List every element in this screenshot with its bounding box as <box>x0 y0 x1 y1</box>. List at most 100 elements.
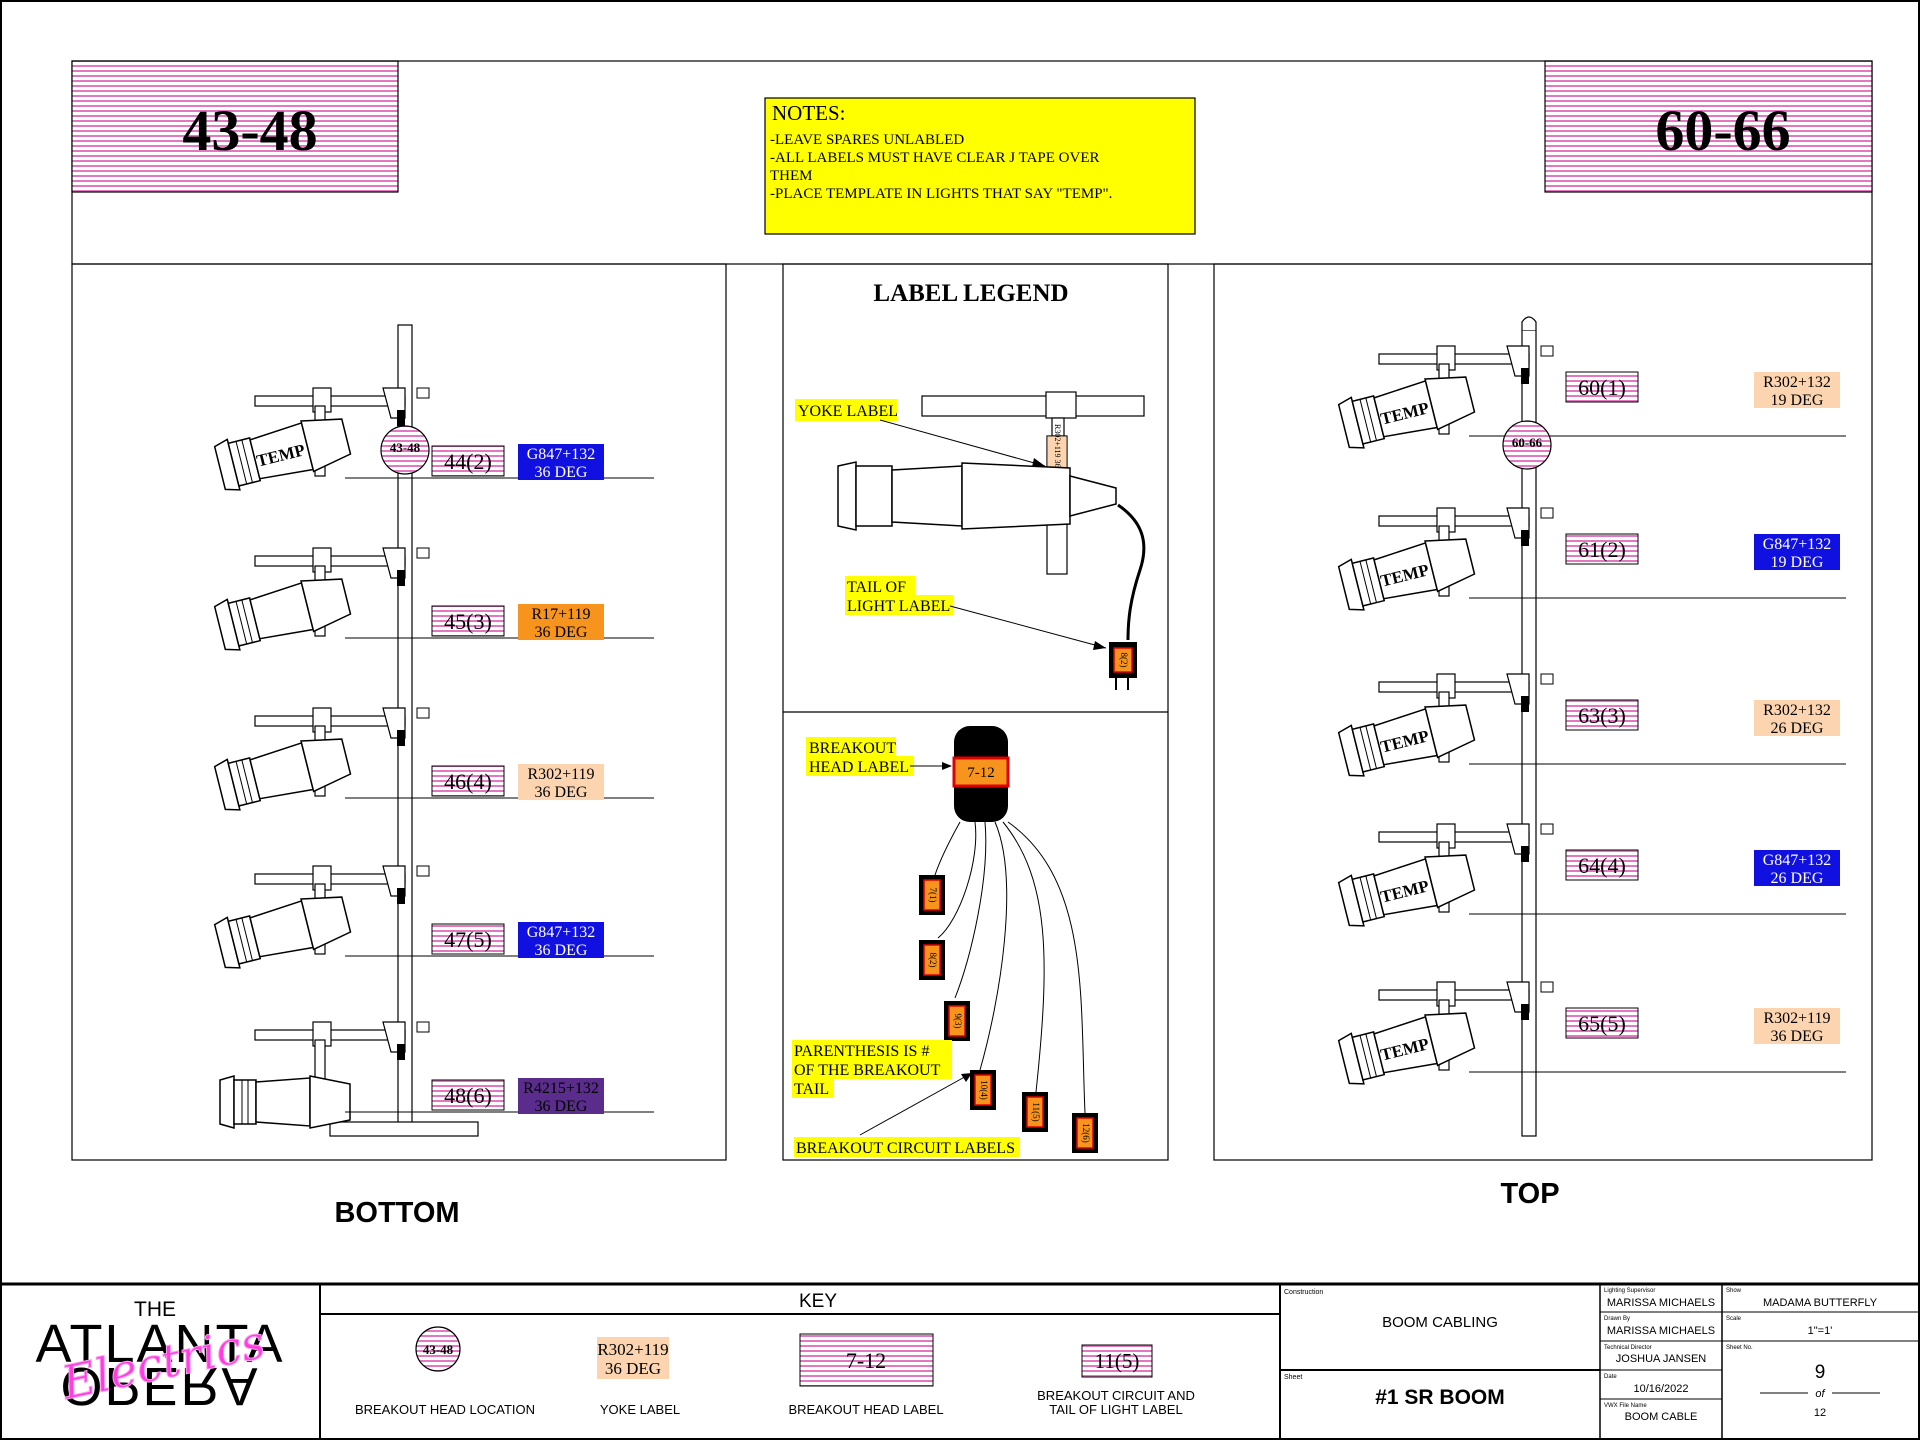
key-yoke-sample-line-2: 36 DEG <box>605 1359 661 1378</box>
key-head-location-sample-text: 43-48 <box>423 1342 454 1357</box>
bottom-fixture-body-3 <box>212 730 354 814</box>
sheet-label: Sheet <box>1284 1374 1302 1381</box>
breakout-tail-label-3: 9(3) <box>953 1014 963 1029</box>
bottom-circuit-box-3 <box>431 765 505 797</box>
bottom-yoke-label-line1-1: G847+132 <box>527 446 596 463</box>
breakout-tail-label-4: 10(4) <box>979 1080 989 1100</box>
bottom-yoke-label-box-4 <box>518 922 604 958</box>
key-circuit-caption-line-1: BREAKOUT CIRCUIT AND <box>1037 1388 1195 1403</box>
logo-atlanta: ATLANTA <box>35 1314 284 1374</box>
bottom-circuit-box-1 <box>431 445 505 477</box>
notes-line-3: THEM <box>770 168 813 184</box>
technical-director-value: JOSHUA JANSEN <box>1616 1353 1707 1365</box>
top-circuit-label-2: 61(2) <box>1578 537 1626 562</box>
bottom-fixture-body-1: TEMP <box>212 410 354 494</box>
key-breakout-head-sample <box>799 1333 934 1387</box>
breakout-head-location-text: 43-48 <box>390 440 421 455</box>
top-circuit-box-1 <box>1565 371 1639 403</box>
label-legend: LABEL LEGEND R302+119 36 DEG 8(2) YOKE L… <box>792 280 1146 1157</box>
breakout-tail-2: 8(2) <box>919 940 945 980</box>
bottom-circuit-label-1: 44(2) <box>444 449 492 474</box>
key-yoke-sample <box>597 1337 669 1379</box>
top-yoke-label-box-2 <box>1754 534 1840 570</box>
top-circuit-box-4 <box>1565 849 1639 881</box>
top-circuit-label-4: 64(4) <box>1578 853 1626 878</box>
breakout-tail-3: 9(3) <box>944 1001 970 1041</box>
notes-box <box>764 97 1196 235</box>
legend-parenthesis-line-3: TAIL <box>794 1081 829 1098</box>
top-circuit-box-2 <box>1565 533 1639 565</box>
construction-label: Construction <box>1284 1289 1323 1296</box>
key-title: KEY <box>799 1291 837 1312</box>
top-yoke-label-line1-3: R302+132 <box>1763 702 1831 719</box>
bottom-fixture-body-5 <box>219 1075 351 1129</box>
top-yoke-label-box-4 <box>1754 850 1840 886</box>
top-fixture-body-1: TEMP <box>1336 368 1478 452</box>
show-label: Show <box>1726 1288 1742 1294</box>
top-yoke-label-line1-1: R302+132 <box>1763 374 1831 391</box>
top-yoke-label-box-5 <box>1754 1008 1840 1044</box>
key-circuit-sample <box>1081 1344 1153 1378</box>
bottom-caption: BOTTOM <box>334 1197 459 1229</box>
legend-tail-label-text: 8(2) <box>1119 653 1129 668</box>
breakout-tail-label-2: 8(2) <box>928 953 938 968</box>
legend-yoke-label-text: R302+119 36 DEG <box>1053 424 1062 486</box>
bottom-fixture-body-2 <box>212 570 354 654</box>
key-circuit-caption-line-2: TAIL OF LIGHT LABEL <box>1049 1402 1182 1417</box>
lighting-supervisor-label: Lighting Supervisor <box>1604 1288 1655 1294</box>
date-label: Date <box>1604 1374 1617 1380</box>
bottom-yoke-label-line2-2: 36 DEG <box>535 624 588 641</box>
top-yoke-label-line1-2: G847+132 <box>1763 536 1832 553</box>
right-range-title: 60-66 <box>1655 98 1790 163</box>
legend-breakout-head-line-1: BREAKOUT <box>809 740 896 757</box>
top-yoke-label-line1-5: R302+119 <box>1763 1010 1830 1027</box>
construction-value: BOOM CABLING <box>1382 1314 1498 1331</box>
legend-breakout-head-line-2: HEAD LABEL <box>809 759 909 776</box>
bottom-circuit-label-3: 46(4) <box>444 769 492 794</box>
breakout-head-location-marker <box>380 425 430 475</box>
breakout-head-location-marker-top <box>1502 420 1552 470</box>
top-circuit-label-5: 65(5) <box>1578 1011 1626 1036</box>
top-yoke-label-line2-1: 19 DEG <box>1771 392 1824 409</box>
top-yoke-label-line2-4: 26 DEG <box>1771 870 1824 887</box>
bottom-circuit-box-5 <box>431 1079 505 1111</box>
notes-title: NOTES: <box>772 101 846 125</box>
breakout-tail-label-1: 7(1) <box>928 888 938 903</box>
legend-parenthesis-line-2: OF THE BREAKOUT <box>794 1062 941 1079</box>
logo-the: THE <box>134 1298 176 1321</box>
notes-line-1: -LEAVE SPARES UNLABLED <box>770 132 964 148</box>
left-range-title: 43-48 <box>182 98 317 163</box>
of-label: of <box>1815 1388 1825 1400</box>
top-yoke-label-line2-5: 36 DEG <box>1771 1028 1824 1045</box>
logo-opera: OPERA <box>60 1356 259 1416</box>
bottom-yoke-label-line2-5: 36 DEG <box>535 1098 588 1115</box>
top-yoke-label-line2-2: 19 DEG <box>1771 554 1824 571</box>
top-fixture-body-5: TEMP <box>1336 1004 1478 1088</box>
bottom-boom-panel <box>71 263 727 1161</box>
bottom-yoke-label-box-1 <box>518 444 604 480</box>
top-caption: TOP <box>1500 1178 1559 1210</box>
breakout-tail-label-5: 11(5) <box>1031 1102 1041 1121</box>
vwx-value: BOOM CABLE <box>1625 1411 1698 1423</box>
sheet-no-label: Sheet No. <box>1726 1345 1753 1351</box>
top-fixture-body-4: TEMP <box>1336 846 1478 930</box>
key-head-location-caption: BREAKOUT HEAD LOCATION <box>355 1402 535 1417</box>
title-block: THE ATLANTA OPERA Electrics KEY 43-48 BR… <box>2 1282 1918 1438</box>
key-yoke-caption: YOKE LABEL <box>600 1402 680 1417</box>
vwx-label: VWX File Name <box>1604 1403 1647 1409</box>
top-circuit-label-1: 60(1) <box>1578 375 1626 400</box>
top-fixture-body-3: TEMP <box>1336 696 1478 780</box>
top-circuit-label-3: 63(3) <box>1578 703 1626 728</box>
notes-line-4: -PLACE TEMPLATE IN LIGHTS THAT SAY "TEMP… <box>770 186 1112 202</box>
